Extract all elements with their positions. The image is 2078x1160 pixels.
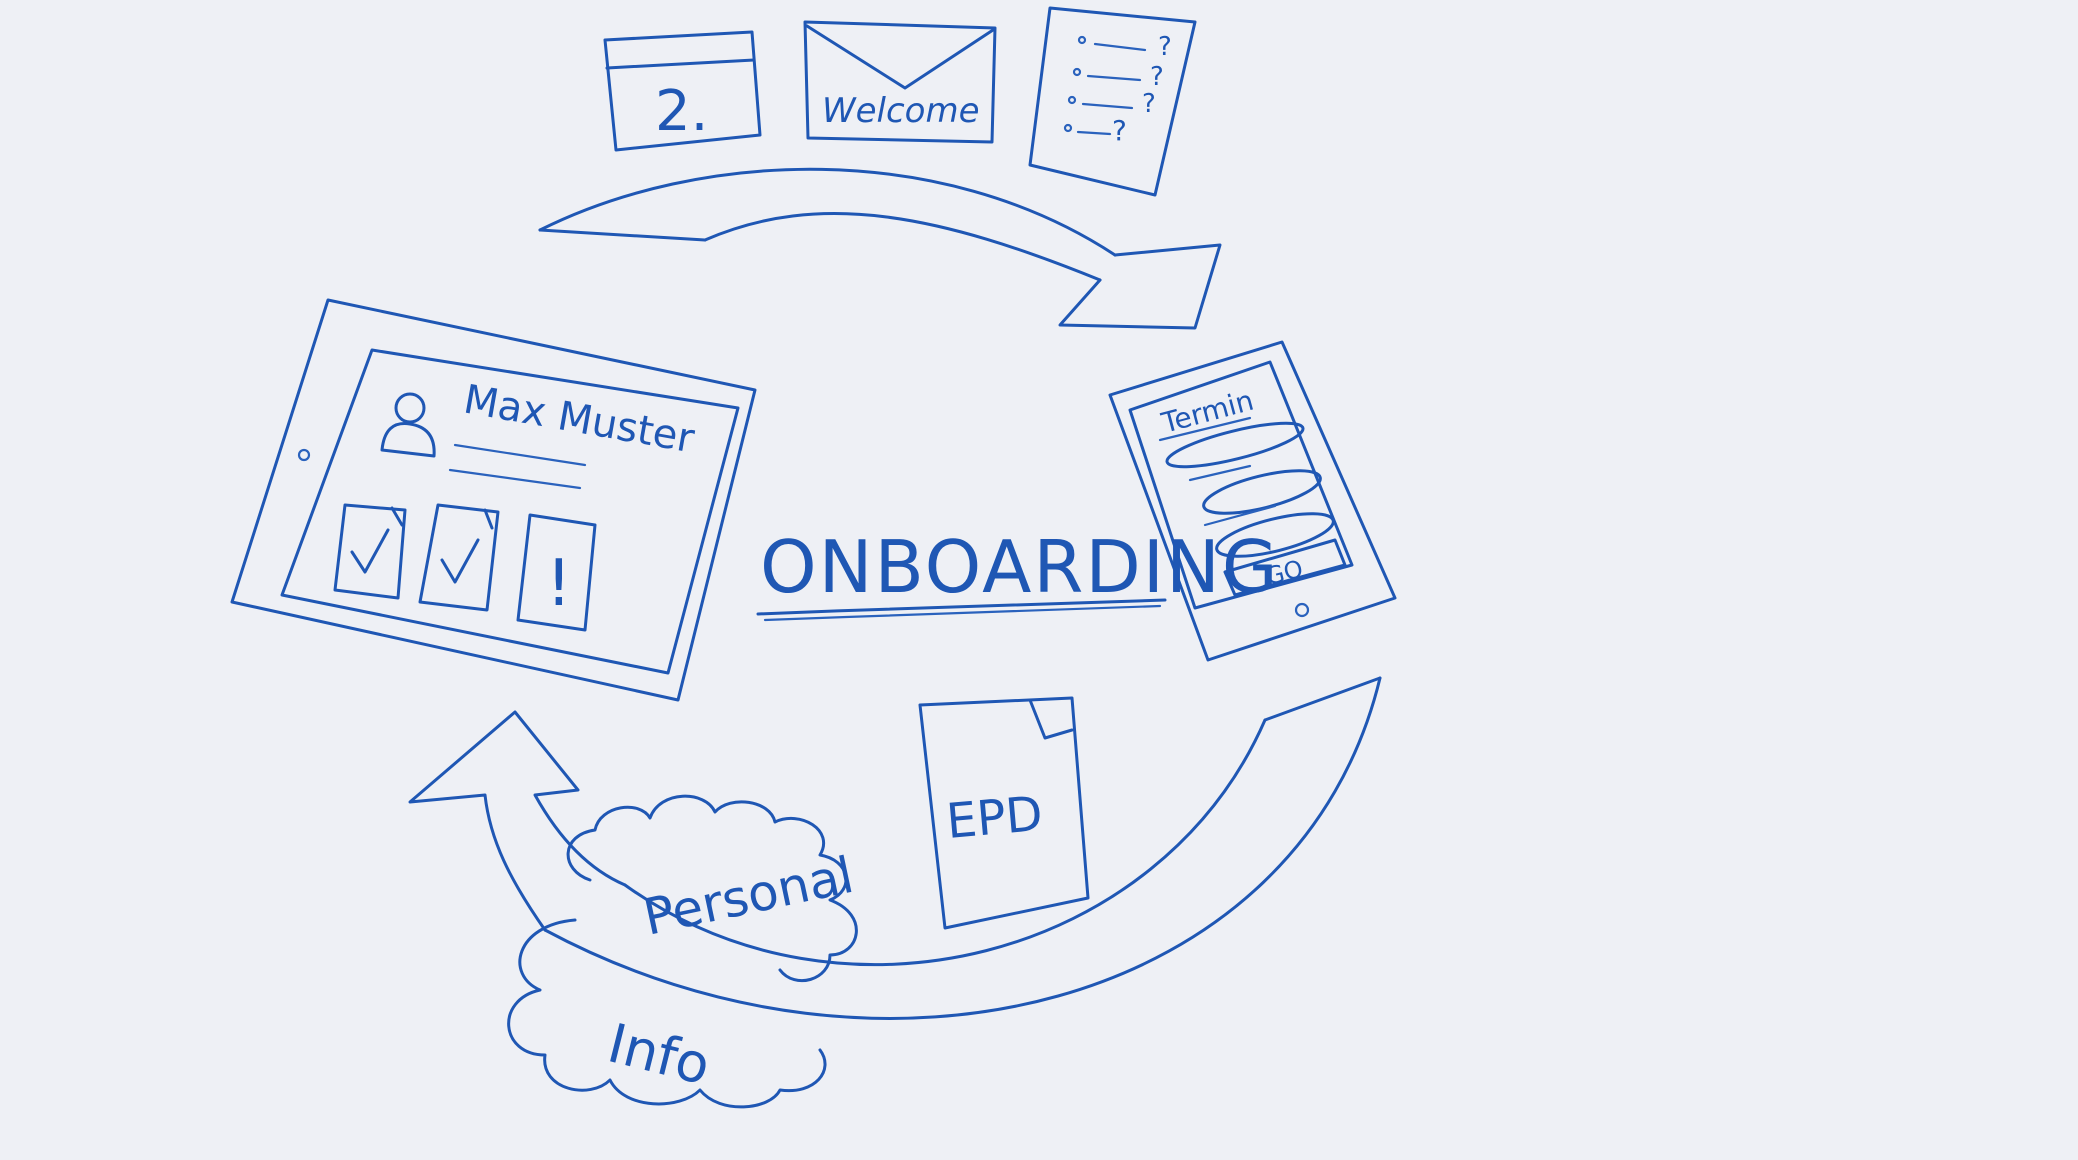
checklist-mark-1: ? [1158, 32, 1172, 62]
bottom-cycle-arrow [408, 676, 1382, 1020]
alert-icon: ! [546, 547, 572, 621]
tablet-device: Max Muster ! [230, 298, 757, 702]
avatar-icon [380, 392, 436, 458]
diagram-title: ONBOARDING [760, 525, 1280, 609]
cloud-label-lower: Info [602, 1011, 716, 1097]
task-tile-done-2 [418, 503, 500, 612]
calendar-icon: 2. [603, 30, 762, 152]
task-tile-done-1 [333, 503, 407, 600]
document-label: EPD [944, 786, 1045, 850]
onboarding-title-group: ONBOARDING [756, 525, 1280, 622]
epd-document: EPD [918, 696, 1090, 930]
form-header: Termin [1157, 384, 1257, 440]
top-cycle-arrow [538, 167, 1222, 330]
cloud-label-upper: Personal [638, 846, 858, 947]
checklist-mark-3: ? [1142, 89, 1156, 119]
user-name: Max Muster [460, 377, 698, 463]
envelope-icon: Welcome [803, 20, 997, 144]
checklist-mark-2: ? [1150, 62, 1164, 92]
form-field-1 [1165, 421, 1305, 469]
envelope-label: Welcome [822, 91, 980, 131]
info-cloud: Info [507, 918, 827, 1109]
phone-device: Termin GO [1108, 340, 1397, 662]
checklist-mark-4: ? [1112, 114, 1127, 147]
task-tile-alert: ! [516, 513, 597, 632]
calendar-label: 2. [655, 79, 708, 144]
personal-cloud: Personal [566, 794, 858, 983]
checklist-icon: ? ? ? ? [1028, 6, 1197, 197]
form-field-3 [1215, 512, 1335, 558]
